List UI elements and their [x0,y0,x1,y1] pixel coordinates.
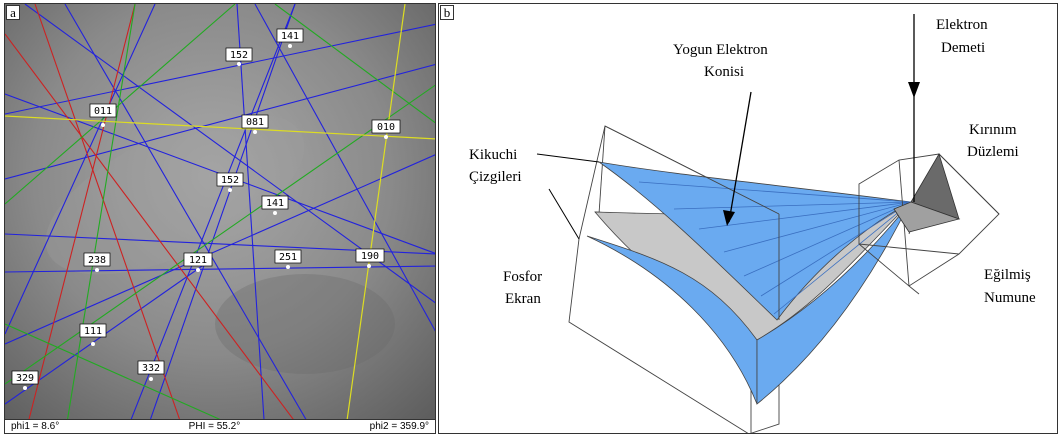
zone-081: 081 [241,114,269,134]
label-egilmis-line2: Numune [984,290,1036,306]
euler-angles-bar: phi1 = 8.6° PHI = 55.2° phi2 = 359.9° [5,419,435,433]
zone-238: 238 [83,252,111,272]
phi2-readout: phi2 = 359.9° [369,421,429,432]
diffraction-plane-light [893,201,961,233]
zone-190: 190 [355,248,385,268]
kikuchi-leader-bottom [548,188,580,240]
kikuchi-indices-layer: 141 152 011 081 010 152 141 238 121 251 … [11,28,401,390]
electron-beam-arrowhead [908,82,920,98]
kikuchi-pattern-image [5,4,435,433]
index-121: 121 [189,255,207,266]
upper-cone [598,161,913,321]
zone-111: 111 [79,323,107,346]
panel-a-kikuchi-pattern: a 141 152 011 081 010 152 141 238 121 25… [4,3,436,434]
index-329: 329 [16,373,34,384]
PHI-readout: PHI = 55.2° [188,421,241,432]
panel-a-label: a [6,5,20,20]
zone-251: 251 [274,249,302,269]
zone-141-top: 141 [276,28,304,48]
label-kikuchi-line2: Çizgileri [469,169,522,185]
index-190: 190 [361,251,379,262]
zone-011: 011 [89,103,117,127]
kikuchi-leader-top [536,153,600,163]
zone-141-mid: 141 [261,195,289,215]
label-egilmis-line1: Eğilmiş [984,267,1031,283]
cone-pointer-arrowhead [723,210,735,226]
label-yogun-line2: Konisi [704,64,744,80]
label-fosfor-line1: Fosfor [503,269,542,285]
panel-b-ebsd-schematic: Yogun Elektron Konisi Elektron Demeti Kı… [438,3,1058,434]
label-kirinim-line2: Düzlemi [967,144,1019,160]
panel-b-label: b [440,5,454,20]
label-kikuchi-line1: Kikuchi [469,147,517,163]
index-152-top: 152 [230,50,248,61]
cone-rays [638,181,912,315]
cone-pointer-line [728,91,752,223]
index-141-mid: 141 [266,198,284,209]
zone-332: 332 [137,360,165,381]
zone-152-top: 152 [225,47,253,66]
ebsd-geometry-diagram: Yogun Elektron Konisi Elektron Demeti Kı… [469,14,1036,433]
zone-152-mid: 152 [216,172,244,192]
index-152-mid: 152 [221,175,239,186]
index-238: 238 [88,255,106,266]
index-332: 332 [142,363,160,374]
index-010: 010 [377,122,395,133]
label-yogun-line1: Yogun Elektron [673,42,768,58]
zone-010: 010 [371,119,401,139]
label-elektron-line2: Demeti [941,40,985,56]
index-141-top: 141 [281,31,299,42]
phi1-readout: phi1 = 8.6° [11,421,60,432]
zone-121: 121 [183,252,213,272]
label-fosfor-line2: Ekran [505,291,541,307]
label-kirinim-line1: Kırınım [969,122,1017,138]
zone-329: 329 [11,370,39,390]
index-251: 251 [279,252,297,263]
index-111: 111 [84,326,102,337]
index-011: 011 [94,106,112,117]
index-081: 081 [246,117,264,128]
label-elektron-line1: Elektron [936,17,988,33]
